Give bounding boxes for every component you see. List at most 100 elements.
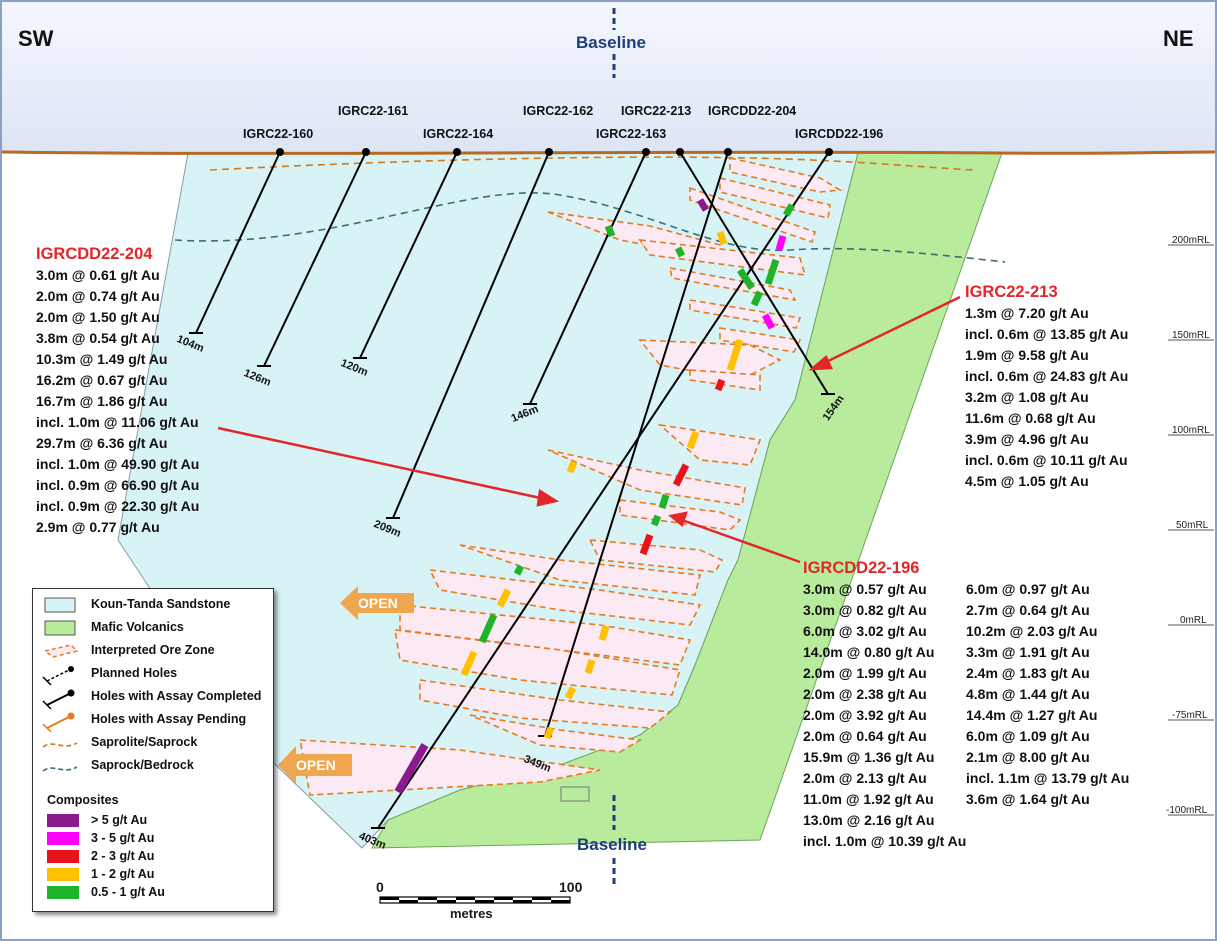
swatch-1-2	[47, 868, 79, 881]
legend-item-planned: Planned Holes	[91, 666, 178, 680]
legend-item-saprolite: Saprolite/Saprock	[91, 735, 198, 749]
assay-line: incl. 1.0m @ 11.06 g/t Au	[36, 414, 199, 430]
rl-label-0: 0mRL	[1180, 615, 1207, 626]
rl-label-100: 100mRL	[1172, 425, 1210, 436]
callout-196-title: IGRCDD22-196	[803, 559, 920, 577]
assay-line: incl. 0.6m @ 24.83 g/t Au	[965, 368, 1129, 384]
open-arrows	[278, 586, 414, 784]
assay-line: 3.8m @ 0.54 g/t Au	[36, 330, 160, 346]
assay-line: incl. 0.9m @ 66.90 g/t Au	[36, 477, 200, 493]
assay-line: 2.9m @ 0.77 g/t Au	[36, 519, 160, 535]
mafic-volcanics-unit	[371, 152, 1003, 849]
drill-holes	[189, 151, 835, 829]
hole-trace-162	[529, 151, 647, 405]
saprock-bedrock-line	[174, 192, 1006, 263]
sw-label: SW	[18, 26, 54, 51]
swatch-3-5	[47, 832, 79, 845]
legend-item-volcanics: Mafic Volcanics	[91, 620, 184, 634]
hole-trace-196	[544, 151, 729, 737]
callout-196-col1: 3.0m @ 0.57 g/t Au 3.0m @ 0.82 g/t Au 6.…	[803, 579, 966, 852]
assay-line: 15.9m @ 1.36 g/t Au	[803, 749, 935, 765]
assay-line: 13.0m @ 2.16 g/t Au	[803, 812, 935, 828]
assay-line: 1.9m @ 9.58 g/t Au	[965, 347, 1089, 363]
scale-start: 0	[376, 879, 384, 895]
hole-label-162: IGRC22-162	[523, 104, 594, 118]
detail-box	[560, 786, 590, 802]
swatch-05-1	[47, 886, 79, 899]
assay-line: 11.0m @ 1.92 g/t Au	[803, 791, 934, 807]
legend-composite-3-5: 3 - 5 g/t Au	[91, 831, 155, 845]
sky-area	[2, 2, 1215, 152]
hole-label-204: IGRCDD22-204	[708, 104, 797, 118]
hole-trace-161	[263, 151, 367, 367]
hole-label-164: IGRC22-164	[423, 127, 494, 141]
assay-line: 3.3m @ 1.91 g/t Au	[966, 644, 1090, 660]
assay-line: 6.0m @ 0.97 g/t Au	[966, 581, 1090, 597]
assay-line: incl. 1.0m @ 10.39 g/t Au	[803, 833, 967, 849]
assay-line: 1.3m @ 7.20 g/t Au	[965, 305, 1089, 321]
assay-line: incl. 1.0m @ 49.90 g/t Au	[36, 456, 200, 472]
baseline-top-label: Baseline	[576, 33, 646, 52]
assay-line: 29.7m @ 6.36 g/t Au	[36, 435, 168, 451]
assay-line: incl. 1.1m @ 13.79 g/t Au	[966, 770, 1130, 786]
ground-surface	[1, 150, 1216, 155]
hole-trace-164	[359, 151, 458, 359]
callout-204-list: 3.0m @ 0.61 g/t Au 2.0m @ 0.74 g/t Au 2.…	[36, 265, 199, 538]
legend-composite-gt5: > 5 g/t Au	[91, 813, 148, 827]
legend-composite-2-3: 2 - 3 g/t Au	[91, 849, 155, 863]
hole-label-160: IGRC22-160	[243, 127, 314, 141]
hole-trace-204	[377, 151, 830, 829]
callout-213-list: 1.3m @ 7.20 g/t Au incl. 0.6m @ 13.85 g/…	[965, 303, 1128, 492]
ore-zones	[299, 157, 843, 796]
rl-label-neg100: -100mRL	[1166, 805, 1208, 816]
scale-bar	[379, 896, 571, 904]
assay-line: 4.8m @ 1.44 g/t Au	[966, 686, 1090, 702]
rl-label-200: 200mRL	[1172, 235, 1210, 246]
scale-unit: metres	[450, 906, 493, 921]
legend-symbols	[42, 597, 79, 899]
sandstone-swatch	[44, 597, 76, 613]
assay-line: 2.0m @ 2.38 g/t Au	[803, 686, 927, 702]
legend: Koun-Tanda Sandstone Mafic Volcanics Int…	[32, 588, 274, 912]
callout-213-title: IGRC22-213	[965, 283, 1058, 301]
swatch-gt5	[47, 814, 79, 827]
assay-line: 2.0m @ 1.99 g/t Au	[803, 665, 927, 681]
assay-line: 2.7m @ 0.64 g/t Au	[966, 602, 1090, 618]
assay-line: incl. 0.9m @ 22.30 g/t Au	[36, 498, 200, 514]
legend-composite-05-1: 0.5 - 1 g/t Au	[91, 885, 165, 899]
legend-item-saprock: Saprock/Bedrock	[91, 758, 194, 772]
assay-line: 2.0m @ 0.64 g/t Au	[803, 728, 927, 744]
assay-line: 3.0m @ 0.61 g/t Au	[36, 267, 160, 283]
callout-204-title: IGRCDD22-204	[36, 245, 153, 263]
assay-line: 10.3m @ 1.49 g/t Au	[36, 351, 168, 367]
legend-item-pending: Holes with Assay Pending	[91, 712, 247, 726]
assay-line: 4.5m @ 1.05 g/t Au	[965, 473, 1089, 489]
open-label-upper: OPEN	[358, 595, 398, 611]
assay-line: incl. 0.6m @ 10.11 g/t Au	[965, 452, 1128, 468]
saprolite-line	[209, 156, 976, 171]
rl-label-neg75: -75mRL	[1172, 710, 1208, 721]
assay-line: 16.7m @ 1.86 g/t Au	[36, 393, 168, 409]
legend-item-sandstone: Koun-Tanda Sandstone	[91, 597, 231, 611]
ne-label: NE	[1163, 26, 1194, 51]
assay-line: 3.2m @ 1.08 g/t Au	[965, 389, 1089, 405]
hole-label-163: IGRC22-163	[596, 127, 667, 141]
assay-line: 3.6m @ 1.64 g/t Au	[966, 791, 1090, 807]
legend-composite-1-2: 1 - 2 g/t Au	[91, 867, 155, 881]
assay-line: 16.2m @ 0.67 g/t Au	[36, 372, 168, 388]
hole-trace-163	[392, 151, 550, 519]
composite-intervals	[394, 198, 796, 794]
baseline-bottom-label: Baseline	[577, 835, 647, 854]
assay-line: 6.0m @ 1.09 g/t Au	[966, 728, 1090, 744]
hole-label-161: IGRC22-161	[338, 104, 409, 118]
ore-zone-swatch	[43, 644, 79, 658]
legend-composites-title: Composites	[47, 793, 119, 807]
assay-line: 3.0m @ 0.82 g/t Au	[803, 602, 927, 618]
callout-196-col2: 6.0m @ 0.97 g/t Au 2.7m @ 0.64 g/t Au 10…	[966, 579, 1129, 810]
hole-label-213: IGRC22-213	[621, 104, 692, 118]
legend-item-ore-zone: Interpreted Ore Zone	[91, 643, 215, 657]
assay-line: 2.0m @ 1.50 g/t Au	[36, 309, 160, 325]
assay-line: 3.9m @ 4.96 g/t Au	[965, 431, 1089, 447]
assay-line: 2.0m @ 3.92 g/t Au	[803, 707, 927, 723]
assay-line: 2.0m @ 2.13 g/t Au	[803, 770, 927, 786]
